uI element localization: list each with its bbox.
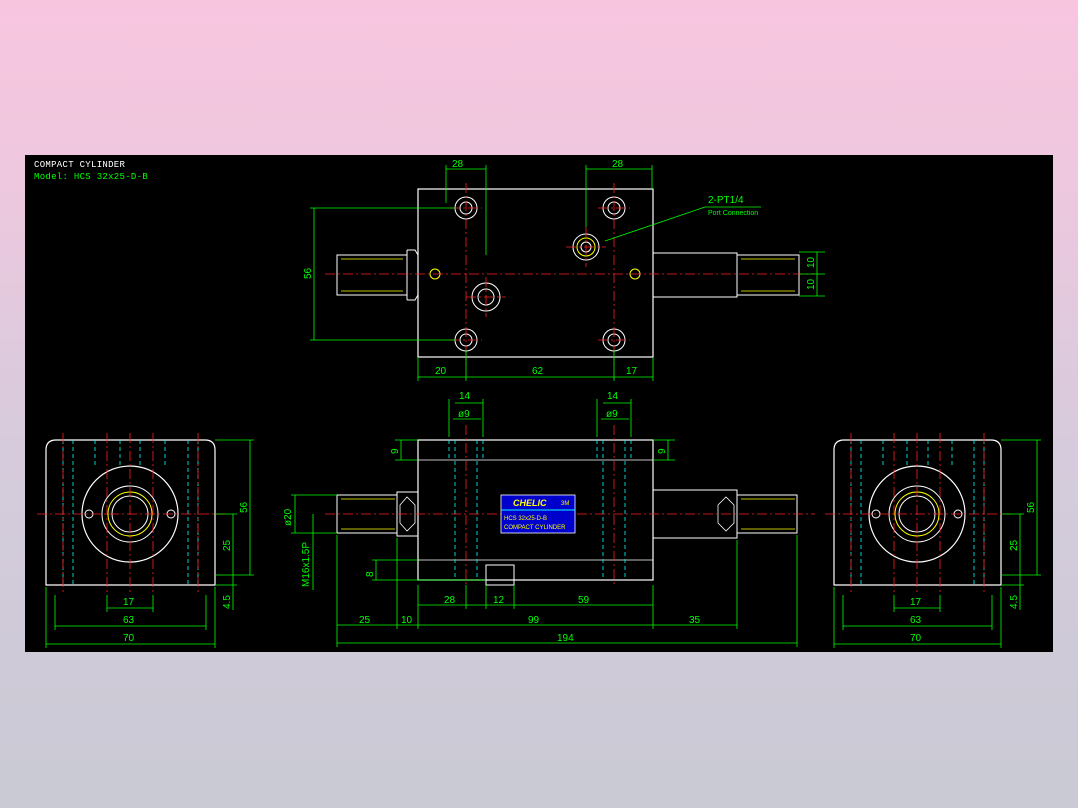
dim-front-194: 194 — [557, 633, 574, 644]
dim-front-9-left: 9 — [390, 448, 401, 454]
dim-front-8: 8 — [365, 571, 376, 577]
dim-front-28: 28 — [444, 595, 456, 606]
top-right-rod — [652, 252, 738, 298]
dim-right-25: 25 — [1009, 539, 1020, 551]
dim-front-14-left: 14 — [459, 391, 471, 402]
cad-drawing: 28 28 56 10 10 20 62 17 2-PT1/4 Port Con… — [37, 159, 1041, 648]
dim-top-28-right: 28 — [612, 159, 624, 170]
dim-top-28-left: 28 — [452, 159, 464, 170]
dim-front-thread: M16x1.5P — [301, 542, 312, 587]
dim-left-56: 56 — [239, 501, 250, 513]
dim-front-10: 10 — [401, 615, 413, 626]
dim-left-45: 4.5 — [222, 595, 233, 609]
dim-front-d20: ø20 — [283, 508, 294, 526]
top-left-rod — [336, 254, 408, 296]
dim-top-10a: 10 — [806, 256, 817, 268]
nameplate-desc: COMPACT CYLINDER — [504, 525, 566, 531]
dim-front-25: 25 — [359, 615, 371, 626]
top-view-body — [417, 188, 654, 358]
front-view: CHELIC 3M HCS 32x25-D-B COMPACT CYLINDER… — [283, 391, 815, 647]
dim-top-20: 20 — [435, 366, 447, 377]
dim-top-10b: 10 — [806, 278, 817, 290]
title-block: COMPACT CYLINDER Model: HCS 32x25-D-B — [34, 159, 148, 183]
dim-right-17: 17 — [910, 597, 922, 608]
dim-left-17: 17 — [123, 597, 135, 608]
dim-top-62: 62 — [532, 366, 544, 377]
dim-left-70: 70 — [123, 633, 135, 644]
drawing-panel: COMPACT CYLINDER Model: HCS 32x25-D-B — [25, 155, 1053, 652]
dim-right-70: 70 — [910, 633, 922, 644]
dim-left-25: 25 — [222, 539, 233, 551]
drawing-title: COMPACT CYLINDER — [34, 160, 126, 170]
nameplate-badge: 3M — [561, 501, 569, 507]
nameplate-brand: CHELIC — [513, 498, 547, 508]
left-side-view: 17 63 70 56 25 4.5 — [37, 433, 254, 648]
dim-left-63: 63 — [123, 615, 135, 626]
dim-front-d9-left: ø9 — [458, 409, 470, 420]
port-callout-label: 2-PT1/4 — [708, 195, 744, 206]
dim-front-35: 35 — [689, 615, 701, 626]
dim-front-d9-right: ø9 — [606, 409, 618, 420]
dim-top-56: 56 — [303, 267, 314, 279]
dim-front-12: 12 — [493, 595, 505, 606]
port-callout-sublabel: Port Connection — [708, 210, 758, 217]
right-side-view: 17 63 70 56 25 4.5 — [825, 433, 1041, 648]
dim-front-14-right: 14 — [607, 391, 619, 402]
model-number: Model: HCS 32x25-D-B — [34, 172, 149, 182]
dim-right-45: 4.5 — [1009, 595, 1020, 609]
top-view: 28 28 56 10 10 20 62 17 2-PT1/4 Port Con… — [303, 159, 825, 381]
dim-right-63: 63 — [910, 615, 922, 626]
dim-front-99: 99 — [528, 615, 540, 626]
dim-front-9-right: 9 — [657, 448, 668, 454]
nameplate-model: HCS 32x25-D-B — [504, 516, 547, 522]
dim-front-59: 59 — [578, 595, 590, 606]
nameplate — [500, 494, 576, 534]
dim-top-17: 17 — [626, 366, 638, 377]
dim-right-56: 56 — [1026, 501, 1037, 513]
